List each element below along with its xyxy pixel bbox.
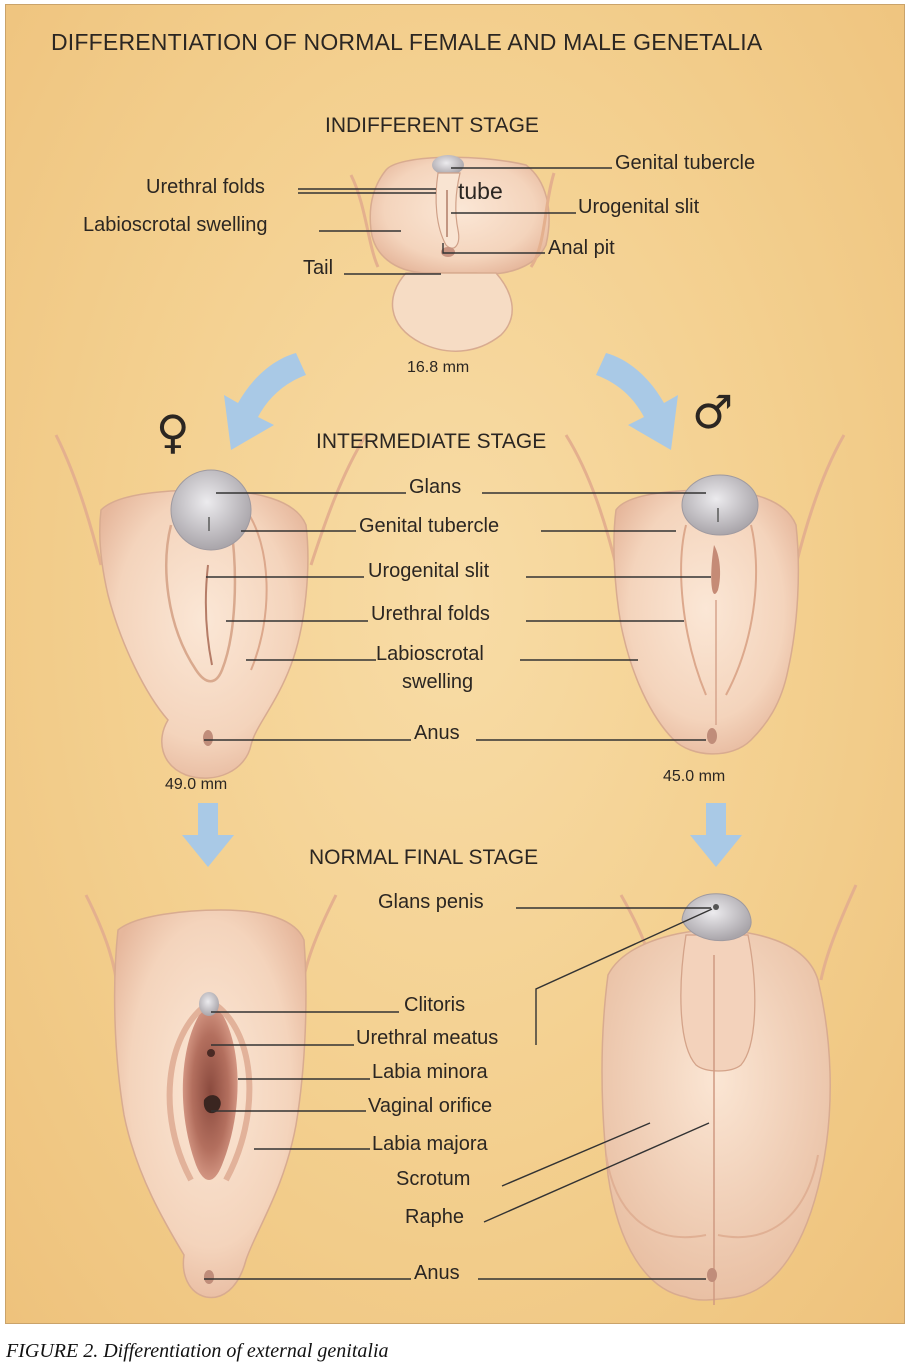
figure-title: DIFFERENTIATION OF NORMAL FEMALE AND MAL… xyxy=(51,29,763,55)
figure-panel: DIFFERENTIATION OF NORMAL FEMALE AND MAL… xyxy=(5,4,905,1324)
label-genital-tubercle-int: Genital tubercle xyxy=(359,515,500,537)
label-labia-minora: Labia minora xyxy=(372,1061,488,1083)
label-urogenital-slit-int: Urogenital slit xyxy=(368,560,490,582)
label-urethral-meatus: Urethral meatus xyxy=(356,1027,499,1049)
male-final-drawing xyxy=(601,884,858,1305)
indifferent-stage-heading: INDIFFERENT STAGE xyxy=(325,114,539,137)
female-intermediate-drawing xyxy=(54,434,368,779)
final-stage-heading: NORMAL FINAL STAGE xyxy=(309,846,539,869)
size-male-intermediate: 45.0 mm xyxy=(663,768,726,785)
label-anus-int: Anus xyxy=(414,722,460,744)
label-vaginal-orifice: Vaginal orifice xyxy=(368,1095,493,1117)
label-glans-penis: Glans penis xyxy=(378,891,484,913)
female-symbol: ♀ xyxy=(156,405,190,459)
label-anal-pit-ind: Anal pit xyxy=(548,237,615,259)
label-raphe: Raphe xyxy=(405,1206,464,1228)
leader-raphe xyxy=(483,1122,710,1223)
label-labioscrotal-int-2: swelling xyxy=(402,671,474,693)
label-scrotum: Scrotum xyxy=(396,1168,471,1190)
label-urogenital-slit-ind: Urogenital slit xyxy=(578,196,700,218)
arrow-to-female-intermediate xyxy=(224,353,306,450)
label-labia-majora: Labia majora xyxy=(372,1133,488,1155)
label-labioscrotal-int-1: Labioscrotal xyxy=(376,643,484,665)
arrow-to-male-intermediate xyxy=(596,353,678,450)
arrow-to-female-final xyxy=(182,803,234,867)
label-urethral-folds-int: Urethral folds xyxy=(371,603,490,625)
leader-urethral-meatus-male xyxy=(535,908,713,1045)
label-tail-ind: Tail xyxy=(303,257,334,279)
figure-caption: FIGURE 2. Differentiation of external ge… xyxy=(6,1340,389,1362)
male-symbol: ♂ xyxy=(692,385,734,439)
label-glans-int: Glans xyxy=(409,476,462,498)
arrow-to-male-final xyxy=(690,803,742,867)
label-tube-ind: tube xyxy=(458,178,503,204)
female-final-drawing xyxy=(84,894,338,1299)
male-intermediate-drawing xyxy=(564,434,846,755)
intermediate-stage-heading: INTERMEDIATE STAGE xyxy=(316,430,547,453)
indifferent-embryo-drawing xyxy=(349,155,556,352)
label-labioscrotal-ind: Labioscrotal swelling xyxy=(83,214,268,236)
label-urethral-folds-ind: Urethral folds xyxy=(146,176,265,198)
label-genital-tubercle-ind: Genital tubercle xyxy=(615,152,756,174)
label-clitoris: Clitoris xyxy=(404,994,466,1016)
leader-anal-pit-ind xyxy=(442,243,545,254)
leader-scrotum xyxy=(501,1122,651,1187)
label-anus-final: Anus xyxy=(414,1262,460,1284)
size-female-intermediate: 49.0 mm xyxy=(165,776,228,793)
illustration xyxy=(54,155,858,1305)
size-indifferent: 16.8 mm xyxy=(407,359,470,376)
